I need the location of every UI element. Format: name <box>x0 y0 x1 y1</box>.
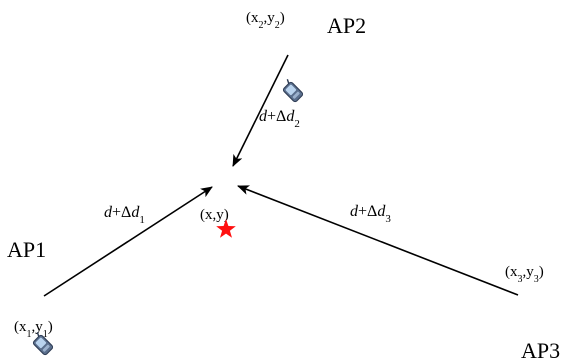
distance-label-ap3: d+Δd3 <box>350 203 391 225</box>
arrow-ap3-to-target <box>237 185 519 296</box>
phone-device-icon <box>28 330 55 357</box>
arrow-ap1-to-target <box>43 186 213 297</box>
distance-label-ap2: d+Δd2 <box>259 108 300 130</box>
phone-device-icon <box>278 77 305 104</box>
red-star-icon <box>216 219 236 238</box>
arrow-ap2-to-target <box>232 54 289 167</box>
ap3-coordinates: (x3,y3) <box>505 264 544 285</box>
ap1-coordinates: (x1,y1) <box>14 319 53 340</box>
ap2-coordinates: (x2,y2) <box>246 10 285 31</box>
ap2-label: AP2 <box>327 13 366 38</box>
target-coordinates: (x,y) <box>200 207 229 223</box>
distance-label-ap1: d+Δd1 <box>104 204 145 226</box>
ap1-label: AP1 <box>7 237 46 262</box>
ap3-label: AP3 <box>521 338 560 362</box>
